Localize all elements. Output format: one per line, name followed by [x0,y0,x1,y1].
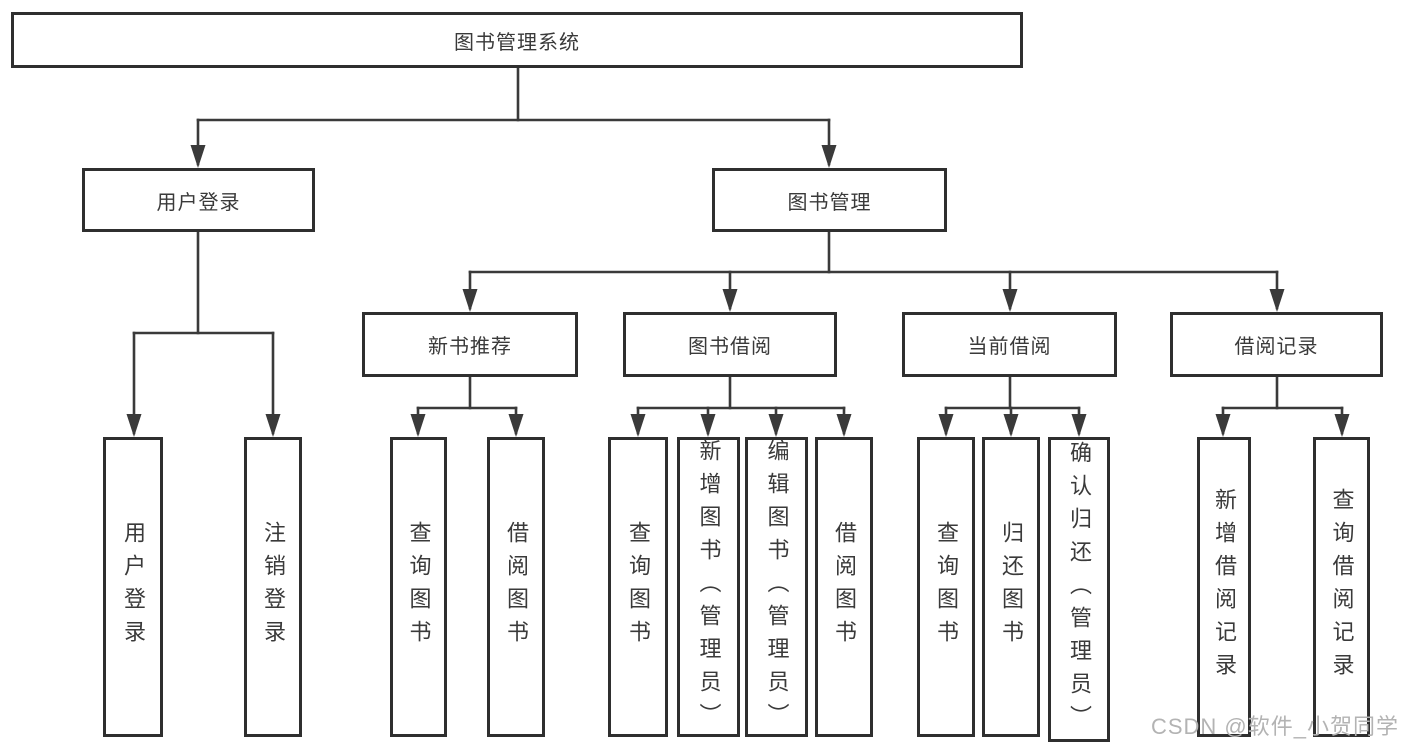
leaf-borrow-book-recommend-label: 借阅图书 [504,521,529,653]
node-book-management: 图书管理 [712,168,947,232]
leaf-user-login: 用户登录 [103,437,163,737]
leaf-user-login-label: 用户登录 [121,521,146,653]
node-new-book-recommend: 新书推荐 [362,312,578,377]
leaf-return-book-label: 归还图书 [999,521,1024,653]
arrow-down-icon [1334,414,1350,437]
node-root-label: 图书管理系统 [454,31,580,54]
arrow-down-icon [768,414,784,437]
arrow-down-icon [630,414,646,437]
node-current-borrow: 当前借阅 [902,312,1117,377]
node-borrow-records: 借阅记录 [1170,312,1383,377]
leaf-confirm-return-admin: 确认归还（管理员） [1048,437,1110,742]
leaf-add-book-admin-label: 新增图书（管理员） [696,438,722,736]
arrow-down-icon [1215,414,1231,437]
node-root: 图书管理系统 [11,12,1023,68]
arrow-down-icon [938,414,954,437]
arrow-down-icon [126,414,142,437]
arrow-down-icon [508,414,524,437]
leaf-add-borrow-record-label: 新增借阅记录 [1212,488,1237,686]
leaf-borrow-book-label: 借阅图书 [832,521,857,653]
node-user-login-label: 用户登录 [156,191,241,214]
leaf-add-book-admin: 新增图书（管理员） [677,437,740,737]
arrow-down-icon [1002,289,1018,312]
node-book-borrow-label: 图书借阅 [688,336,772,358]
arrow-down-icon [700,414,716,437]
leaf-query-book-recommend: 查询图书 [390,437,447,737]
leaf-edit-book-admin-label: 编辑图书（管理员） [764,438,790,736]
leaf-query-book-current: 查询图书 [917,437,975,737]
node-user-login: 用户登录 [82,168,315,232]
arrow-down-icon [265,414,281,437]
node-current-borrow-label: 当前借阅 [967,336,1052,358]
connector-lines [132,66,1344,435]
leaf-confirm-return-admin-label: 确认归还（管理员） [1067,441,1092,738]
node-book-borrow: 图书借阅 [623,312,837,377]
leaf-borrow-book: 借阅图书 [815,437,873,737]
leaf-query-borrow-record: 查询借阅记录 [1313,437,1370,737]
arrow-down-icon [821,145,837,168]
leaf-query-book-current-label: 查询图书 [934,521,959,653]
leaf-add-borrow-record: 新增借阅记录 [1197,437,1251,737]
node-borrow-records-label: 借阅记录 [1234,336,1319,358]
arrow-down-icon [190,145,206,168]
node-new-book-recommend-label: 新书推荐 [428,336,512,358]
leaf-logout: 注销登录 [244,437,302,737]
arrow-down-icon [836,414,852,437]
arrow-down-icon [722,289,738,312]
leaf-query-book-recommend-label: 查询图书 [406,521,432,653]
leaf-return-book: 归还图书 [982,437,1040,737]
leaf-query-book-borrow: 查询图书 [608,437,668,737]
leaf-logout-label: 注销登录 [261,521,286,653]
leaf-query-book-borrow-label: 查询图书 [626,521,651,653]
arrow-down-icon [410,414,426,437]
node-book-management-label: 图书管理 [787,191,872,214]
arrow-down-icon [1003,414,1019,437]
arrow-down-icon [1071,414,1087,437]
csdn-watermark: CSDN @软件_小贺同学 [1150,714,1399,739]
arrow-down-icon [462,289,478,312]
leaf-borrow-book-recommend: 借阅图书 [487,437,545,737]
arrow-down-icon [1269,289,1285,312]
leaf-edit-book-admin: 编辑图书（管理员） [745,437,808,737]
leaf-query-borrow-record-label: 查询借阅记录 [1329,488,1355,686]
connector-arrowheads [126,145,1350,437]
